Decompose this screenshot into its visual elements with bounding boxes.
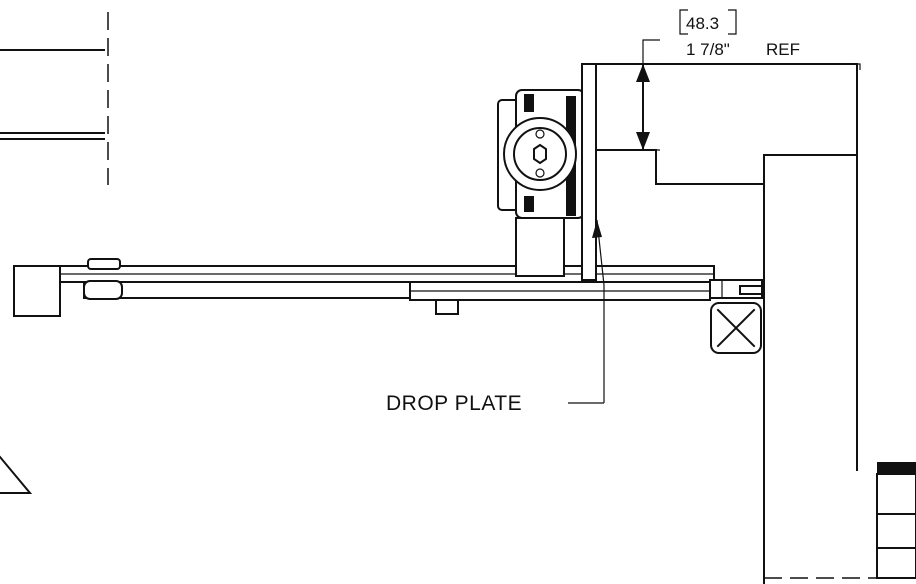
dimension-imperial: 1 7/8" bbox=[686, 40, 730, 59]
dimension-metric: 48.3 bbox=[686, 14, 719, 33]
motor-assembly bbox=[497, 89, 585, 277]
drop-plate-callout: DROP PLATE bbox=[386, 219, 605, 415]
clamp-block bbox=[710, 302, 762, 354]
drop-plate bbox=[581, 63, 597, 281]
left-frame-stub bbox=[0, 12, 109, 185]
dimension-ref-suffix: REF bbox=[766, 40, 800, 59]
lower-right-bracket bbox=[876, 462, 916, 579]
dimension-ref: 48.3 1 7/8" REF bbox=[600, 9, 861, 151]
triangle-mark bbox=[0, 455, 33, 494]
callout-label: DROP PLATE bbox=[386, 392, 522, 415]
support-arm bbox=[13, 258, 763, 317]
